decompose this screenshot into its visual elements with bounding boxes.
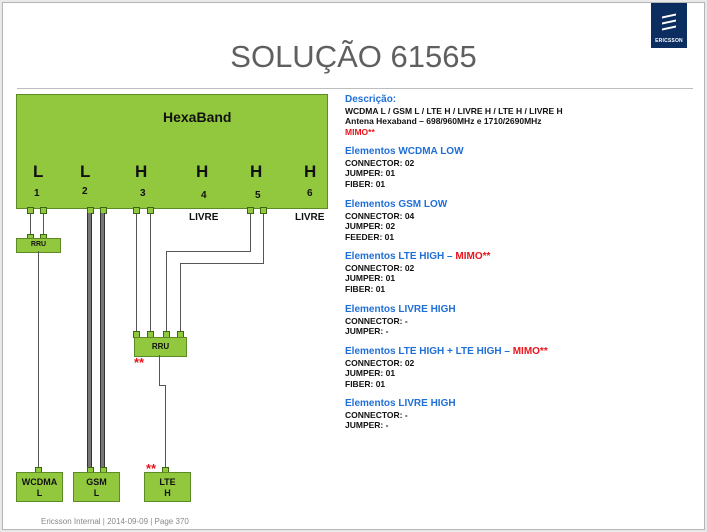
section-lte-high: Elementos LTE HIGH – MIMO** CONNECTOR: 0… [345,251,491,294]
section-title: Elementos LTE HIGH – MIMO** [345,251,491,262]
band-label-5: H [250,162,263,181]
band-label-1: L [33,162,44,181]
band-label-6: H [304,162,317,181]
band-label-2: L [80,162,91,181]
port-number-3: 3 [140,188,146,199]
section-line: FIBER: 01 [345,378,386,389]
jumper-line [263,213,264,263]
section-line: CONNECTOR: 02 [345,157,415,168]
port-number-5: 5 [255,190,261,201]
section-line: JUMPER: 01 [345,273,396,283]
jumper-line [180,263,181,334]
section-gsm-low: Elementos GSM LOW CONNECTOR: 04 JUMPER: … [345,199,448,242]
section-mimo: MIMO** [512,346,548,357]
rru-label: RRU [30,241,47,248]
section-lte-high-mimo: Elementos LTE HIGH + LTE HIGH – MIMO** C… [345,346,548,389]
free-label-port-4: LIVRE [189,212,219,223]
section-line: JUMPER: 01 [345,168,396,178]
gsm-unit: GSM L [73,472,120,502]
antenna-label: HexaBand [163,109,232,125]
free-label-port-6: LIVRE [295,212,325,223]
page-title: SOLUÇÃO 61565 [230,39,477,74]
jumper-line [30,213,31,238]
section-title: Elementos GSM LOW [345,199,448,210]
jumper-line [150,213,151,334]
jumper-line [180,263,264,264]
band-label-4: H [196,162,209,181]
port-number-6: 6 [307,188,313,199]
section-title: Elementos LIVRE HIGH [345,304,456,315]
section-line: CONNECTOR: 02 [345,357,415,368]
port-number-2: 2 [82,186,88,197]
title-divider [17,88,693,89]
jumper-line [43,213,44,238]
section-line: CONNECTOR: 04 [345,210,415,221]
section-line: FIBER: 01 [345,283,386,294]
unit-label: WCDMA [21,477,58,487]
section-mimo: MIMO** [455,251,491,262]
wcdma-unit: WCDMA L [16,472,63,502]
section-line: JUMPER: 02 [345,221,396,231]
footer: Ericsson Internal | 2014-09-09 | Page 37… [41,517,189,526]
description-heading: Descrição: [345,94,397,105]
fiber-line-lte [165,385,166,470]
section-line: FEEDER: 01 [345,231,395,242]
unit-band: L [93,488,100,498]
feeder-line-gsm [100,213,105,470]
jumper-line [136,213,137,334]
description-line: Antena Hexaband – 698/960MHz e 1710/2690… [345,116,542,126]
mimo-marker: ** [146,461,157,476]
section-livre-high: Elementos LIVRE HIGH CONNECTOR: - JUMPER… [345,304,456,337]
section-title: Elementos LIVRE HIGH [345,398,456,409]
hexaband-antenna [16,94,328,209]
jumper-line [166,251,167,334]
feeder-line-gsm [87,213,92,470]
section-wcdma-low: Elementos WCDMA LOW CONNECTOR: 02 JUMPER… [345,146,464,189]
section-title: Elementos LTE HIGH + LTE HIGH – MIMO** [345,346,548,357]
description-block: Descrição: WCDMA L / GSM L / LTE H / LIV… [345,94,563,137]
fiber-line-lte [159,385,166,386]
section-line: CONNECTOR: 02 [345,262,415,273]
section-line: JUMPER: - [345,326,389,336]
fiber-line-wcdma [38,251,39,470]
section-line: CONNECTOR: - [345,315,408,326]
port-number-4: 4 [201,190,207,201]
port-number-1: 1 [34,188,40,199]
rru-lte: RRU [134,337,187,357]
description-mimo: MIMO** [345,126,375,137]
logo-text: ERICSSON [655,38,683,44]
fiber-line-lte [159,355,160,385]
unit-band: H [164,488,171,498]
jumper-line [250,213,251,251]
section-line: CONNECTOR: - [345,409,408,420]
unit-label: GSM [86,477,107,487]
mimo-marker: ** [134,355,145,370]
unit-label: LTE [159,477,176,487]
unit-band: L [36,488,43,498]
band-label-3: H [135,162,148,181]
section-title: Elementos WCDMA LOW [345,146,464,157]
jumper-line [166,251,251,252]
ericsson-logo-icon [651,3,687,48]
section-livre-high-2: Elementos LIVRE HIGH CONNECTOR: - JUMPER… [345,398,456,431]
description-line: WCDMA L / GSM L / LTE H / LIVRE H / LTE … [345,105,563,116]
rru-label: RRU [151,342,170,351]
lte-unit: LTE H [144,472,191,502]
section-line: FIBER: 01 [345,178,386,189]
section-line: JUMPER: - [345,420,389,430]
section-line: JUMPER: 01 [345,368,396,378]
